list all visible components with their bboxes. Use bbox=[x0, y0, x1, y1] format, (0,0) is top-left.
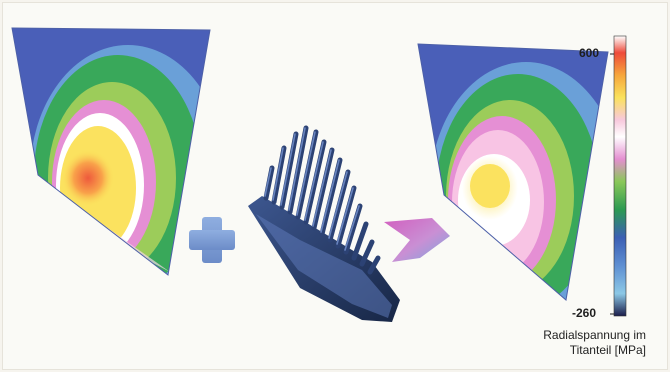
colorbar bbox=[610, 36, 626, 316]
arrow-right-icon bbox=[384, 218, 450, 262]
colorbar-min-label: -260 bbox=[572, 306, 596, 320]
colorbar-max-label: 600 bbox=[579, 46, 599, 60]
stress-map-after bbox=[410, 40, 622, 318]
colorbar-caption-line2: Titanteil [MPa] bbox=[543, 343, 646, 358]
plus-icon bbox=[189, 217, 235, 263]
stress-map-before bbox=[0, 20, 226, 305]
colorbar-caption: Radialspannung im Titanteil [MPa] bbox=[543, 328, 646, 358]
fiber-insert-illustration bbox=[248, 128, 400, 322]
colorbar-caption-line1: Radialspannung im bbox=[543, 328, 646, 343]
